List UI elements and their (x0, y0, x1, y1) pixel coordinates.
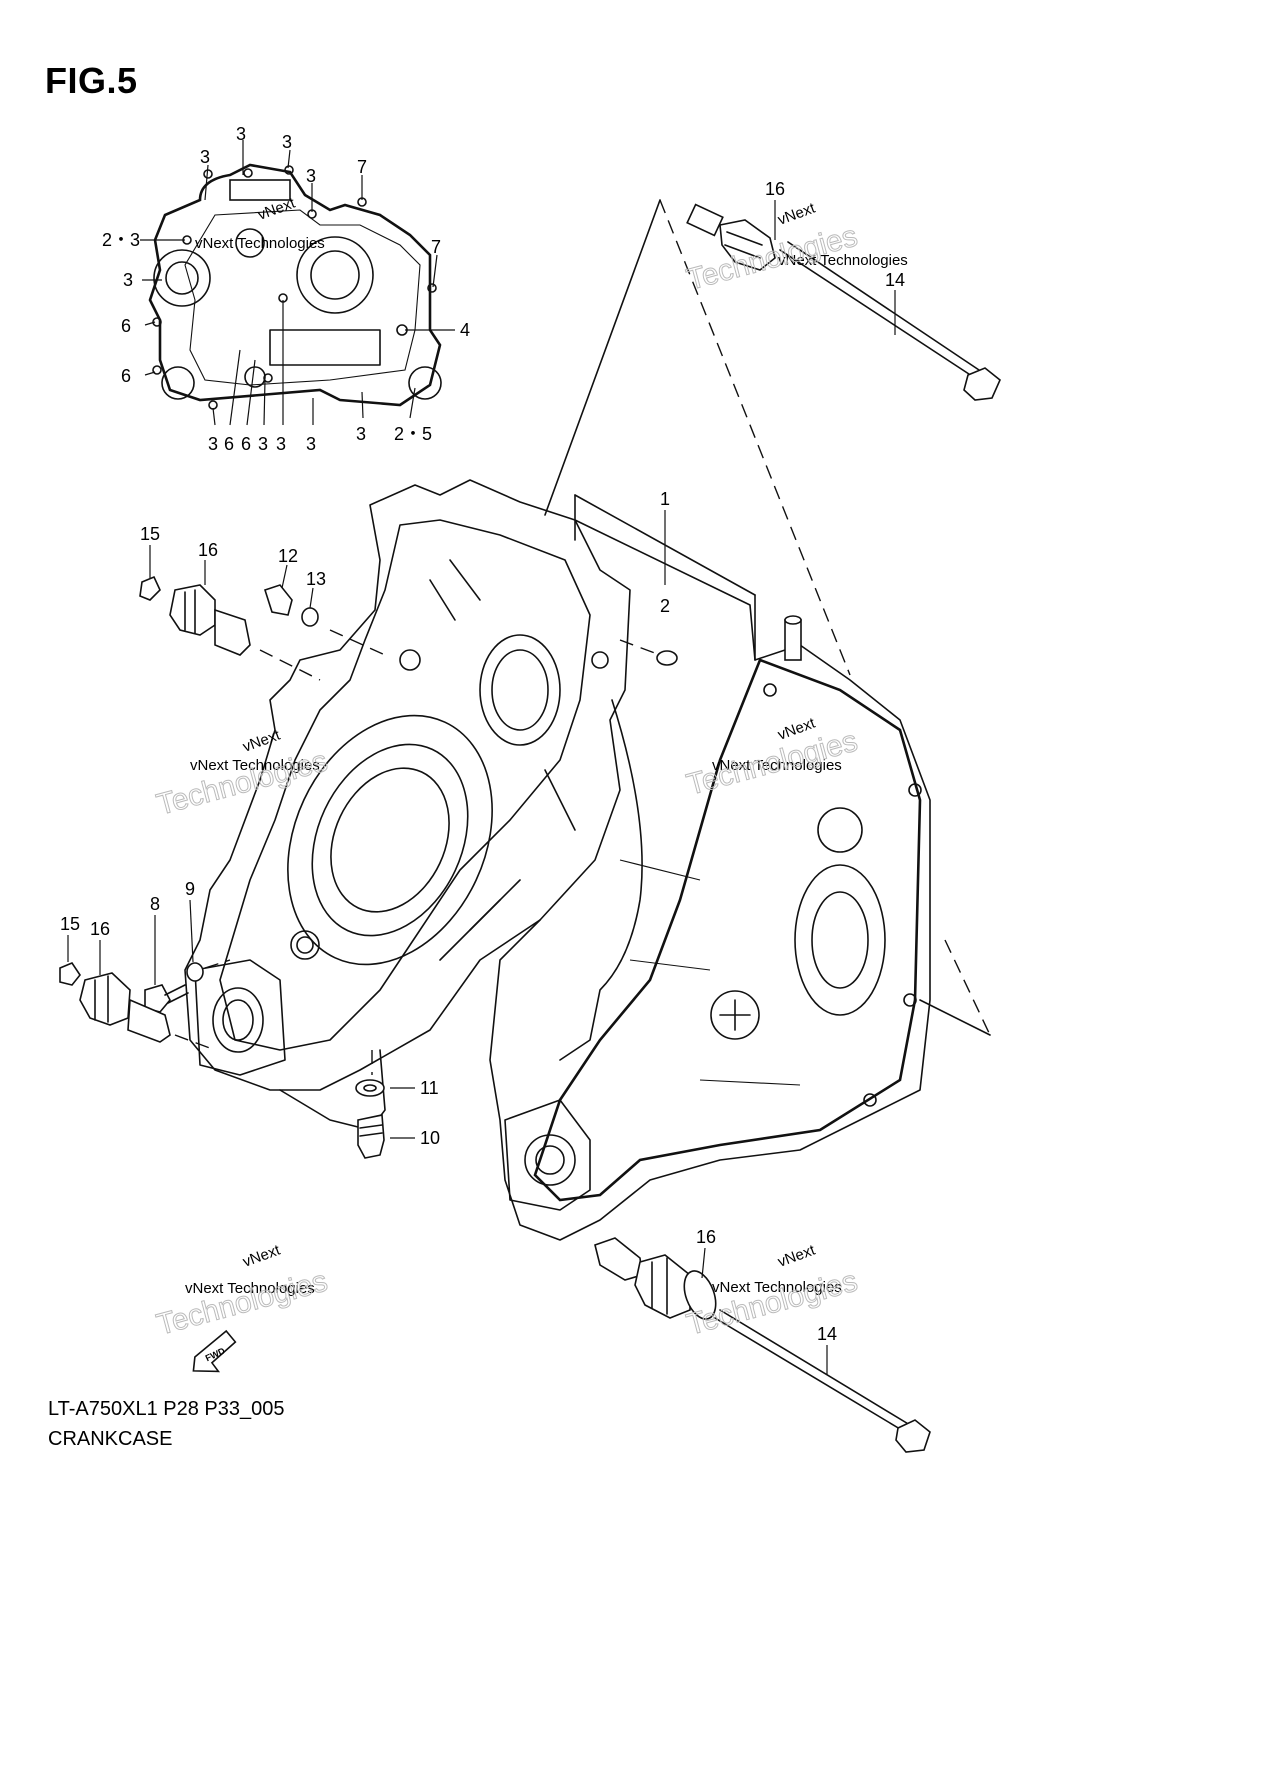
parts-15-16-upper: 15 16 (139, 524, 321, 681)
bolt-8 (144, 984, 171, 1013)
nipple-12 (263, 584, 293, 616)
watermark-mid-right: vNext vNext Technologies Technologies (683, 714, 862, 802)
washer-13 (301, 607, 319, 627)
svg-text:vNext Technologies: vNext Technologies (185, 1280, 315, 1297)
inset-leaders (140, 140, 455, 426)
callout-16: 16 (765, 179, 785, 199)
callout-15: 15 (60, 914, 80, 934)
svg-text:vNext Technologies: vNext Technologies (712, 757, 842, 774)
fwd-arrow-icon: FWD (192, 1329, 237, 1373)
figure-name: CRANKCASE (48, 1428, 173, 1450)
figure-title: FIG.5 (45, 60, 138, 101)
callout-3: 3 (276, 434, 286, 454)
callout-3: 3 (208, 434, 218, 454)
inset-crankcase-view (148, 163, 442, 410)
callout-3: 3 (282, 132, 292, 152)
callout-13: 13 (306, 569, 326, 589)
callout-2-3: 2・3 (102, 230, 140, 250)
watermark-bottom-left: vNext vNext Technologies Technologies (153, 1241, 332, 1342)
dowel-16-upper (169, 584, 216, 636)
parts-10-11: 11 10 (355, 1050, 440, 1159)
svg-text:vNext: vNext (776, 199, 819, 228)
callout-16: 16 (696, 1227, 716, 1247)
bottom-bolt-assembly: 16 14 (594, 1227, 931, 1453)
callout-8: 8 (150, 894, 160, 914)
callout-3: 3 (306, 166, 316, 186)
dowel-16-bottom (634, 1254, 691, 1319)
parts-12-13: 12 13 (263, 546, 386, 656)
callout-3: 3 (306, 434, 316, 454)
callout-3: 3 (123, 270, 133, 290)
right-crankcase-half (489, 519, 931, 1241)
bolt-14-top-head (963, 367, 1001, 401)
dowel-16-lower (79, 972, 131, 1026)
callout-3: 3 (258, 434, 268, 454)
callout-2: 2 (660, 596, 670, 616)
svg-text:vNext Technologies: vNext Technologies (712, 1279, 842, 1296)
washer-9 (186, 962, 204, 982)
callout-4: 4 (460, 320, 470, 340)
callout-14: 14 (885, 270, 905, 290)
svg-text:vNext Technologies: vNext Technologies (195, 235, 325, 252)
inset-oil-channel (269, 329, 381, 366)
callout-6: 6 (121, 316, 131, 336)
callout-3: 3 (200, 147, 210, 167)
callout-6: 6 (121, 366, 131, 386)
callout-12: 12 (278, 546, 298, 566)
inset-callout-labels: 3 3 3 3 7 7 2・3 3 4 6 6 3 6 6 3 3 3 3 2・… (102, 124, 470, 454)
svg-text:vNext Technologies: vNext Technologies (190, 757, 320, 774)
callout-6: 6 (224, 434, 234, 454)
screw-15-lower (59, 962, 81, 986)
callout-1: 1 (660, 489, 670, 509)
watermark-inset: vNext vNext Technologies (195, 194, 325, 252)
parts-8-9: 8 9 (144, 879, 231, 1013)
callout-3: 3 (236, 124, 246, 144)
dowel-pin-2 (656, 650, 678, 666)
svg-text:Technologies: Technologies (683, 725, 861, 802)
inset-label-plate (229, 179, 291, 201)
bolt-14-bottom-head (895, 1419, 931, 1453)
callout-3: 3 (356, 424, 366, 444)
callout-6: 6 (241, 434, 251, 454)
parts-15-16-lower: 15 16 (59, 914, 216, 1051)
callout-15: 15 (140, 524, 160, 544)
figure-code: LT-A750XL1 P28 P33_005 (48, 1398, 285, 1420)
svg-text:vNext: vNext (241, 726, 284, 755)
callout-2-5: 2・5 (394, 424, 432, 444)
callout-16: 16 (198, 540, 218, 560)
callout-9: 9 (185, 879, 195, 899)
svg-text:vNext: vNext (241, 1241, 284, 1270)
top-bolt-assembly: 16 14 (544, 179, 1001, 676)
svg-text:vNext: vNext (776, 1241, 819, 1270)
svg-text:Technologies: Technologies (153, 1265, 331, 1342)
callout-7: 7 (431, 237, 441, 257)
callout-16: 16 (90, 919, 110, 939)
callout-14: 14 (817, 1324, 837, 1344)
callout-7: 7 (357, 157, 367, 177)
callout-10: 10 (420, 1128, 440, 1148)
breather-nipple (784, 619, 802, 661)
washer-11 (355, 1079, 385, 1097)
callout-11: 11 (420, 1078, 439, 1098)
dowel-pin-16-top (719, 219, 776, 271)
svg-text:vNext Technologies: vNext Technologies (778, 252, 908, 269)
part-1-frame: 1 2 (574, 489, 991, 1036)
screw-15-upper (139, 575, 161, 601)
left-crankcase-half (184, 479, 631, 1131)
